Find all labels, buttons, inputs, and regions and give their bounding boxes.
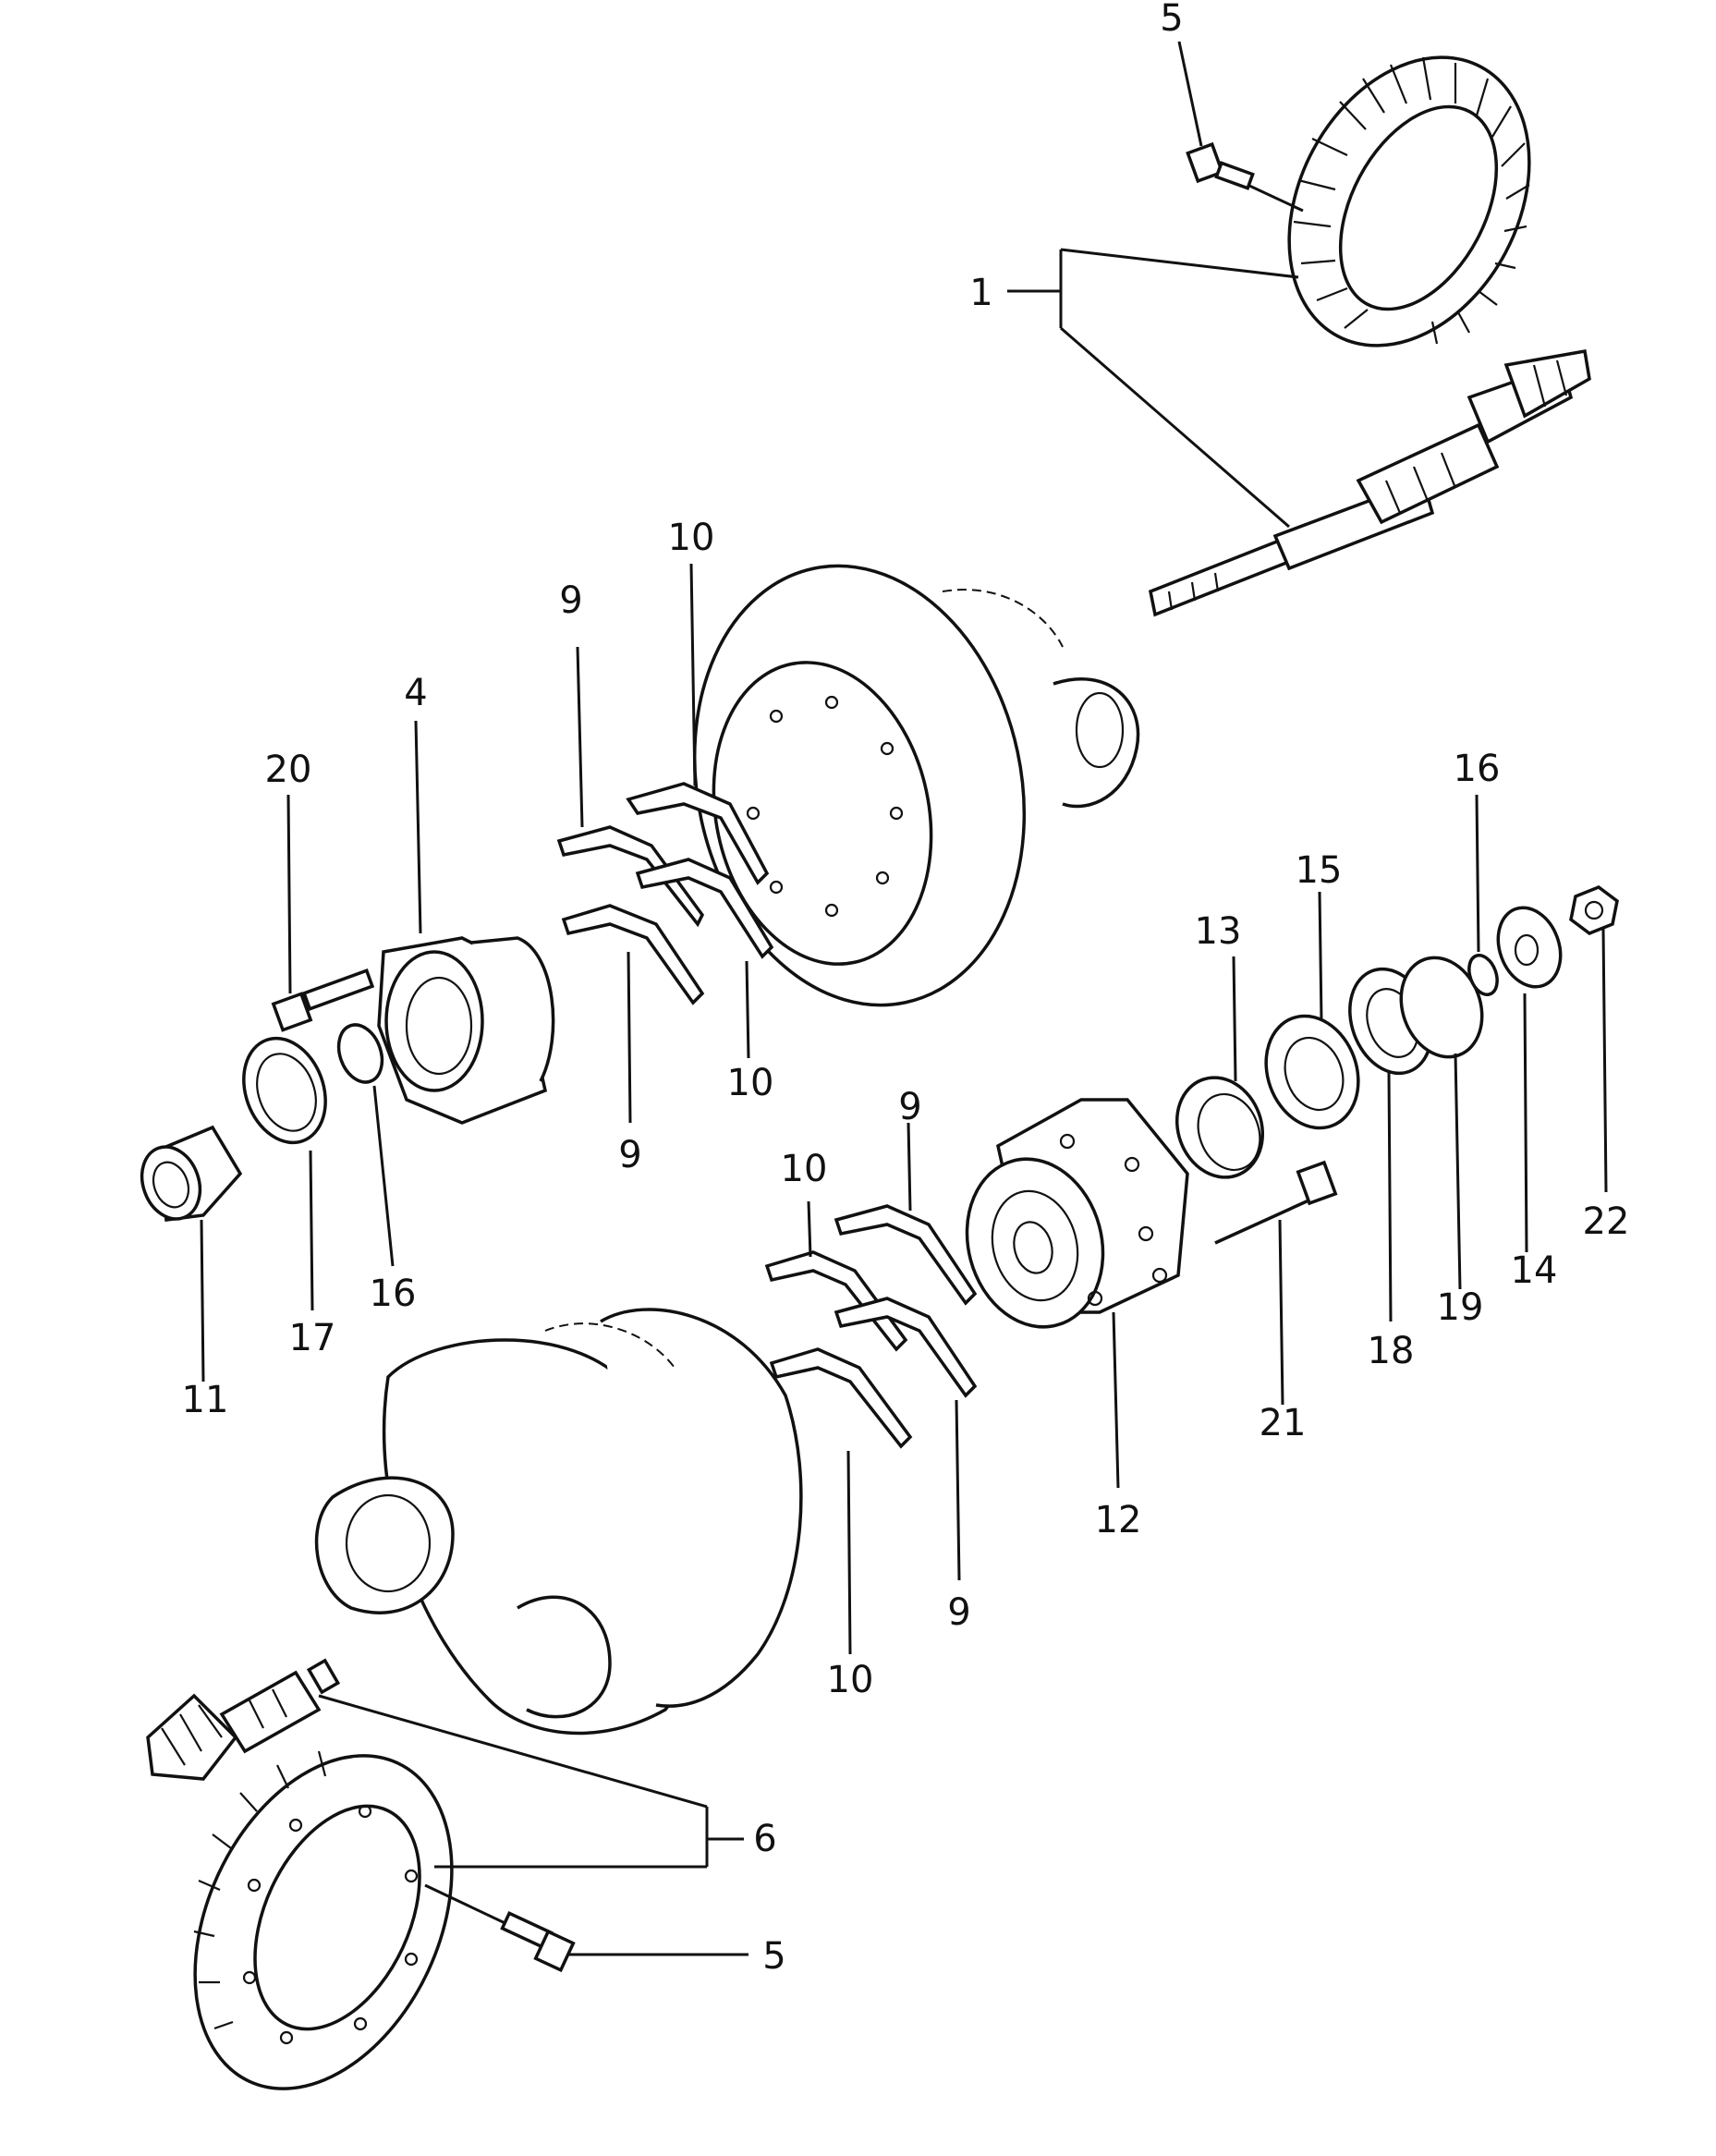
callout-9-upper-top: 9 (559, 579, 583, 622)
bearing-cone-11 (140, 1125, 243, 1383)
bolt-lower (424, 1883, 748, 1973)
pinion-shaft-top (1148, 348, 1591, 617)
callout-9-lower-top: 9 (898, 1086, 922, 1128)
callout-10-upper-bottom: 10 (726, 1062, 774, 1104)
washer-14 (1496, 906, 1563, 1253)
callout-22: 22 (1582, 1200, 1630, 1243)
callout-18: 18 (1367, 1330, 1415, 1372)
differential-case-upper (692, 564, 1140, 1007)
callout-6: 6 (753, 1818, 777, 1860)
callout-11: 11 (181, 1379, 229, 1421)
callout-9-upper-bottom: 9 (618, 1134, 642, 1176)
nut-22 (1569, 885, 1619, 1193)
bolt-top (1177, 41, 1304, 213)
callout-13: 13 (1194, 910, 1242, 953)
callout-21: 21 (1259, 1402, 1307, 1444)
leader-1 (1007, 248, 1299, 529)
callout-19: 19 (1436, 1286, 1484, 1329)
callout-1: 1 (969, 272, 993, 314)
callout-5-bottom: 5 (762, 1935, 786, 1978)
bushing-13 (1174, 956, 1265, 1179)
differential-case-lower (314, 1308, 803, 1736)
callout-10-lower-top: 10 (780, 1148, 828, 1190)
callout-12: 12 (1094, 1499, 1142, 1541)
callout-20: 20 (264, 749, 312, 791)
leader-6 (318, 1694, 744, 1869)
thrust-clips-upper (556, 563, 774, 1124)
callout-4: 4 (404, 672, 428, 714)
ring-gear-lower (193, 1750, 454, 2090)
callout-9-lower-bottom: 9 (947, 1591, 971, 1634)
thrust-clips-lower (764, 1122, 978, 1655)
o-ring-16-right (1467, 794, 1499, 996)
callout-15: 15 (1295, 849, 1343, 892)
callout-16-left: 16 (369, 1273, 417, 1315)
bearing-carrier-12 (965, 1098, 1189, 1489)
o-ring-16-left (336, 1023, 395, 1267)
callout-10-upper-top: 10 (667, 517, 715, 559)
pinion-gear-lower (146, 1658, 341, 1781)
callout-5-top: 5 (1160, 0, 1184, 40)
callout-14: 14 (1510, 1249, 1558, 1292)
race-19 (1399, 956, 1484, 1290)
callout-17: 17 (288, 1317, 336, 1359)
callout-10-lower-bottom: 10 (826, 1659, 874, 1701)
callout-16-right: 16 (1453, 748, 1501, 790)
bearing-15 (1264, 891, 1360, 1130)
seal-17 (242, 1036, 327, 1311)
bolt-20 (271, 794, 375, 1032)
bearing-housing-4 (377, 720, 555, 1125)
ring-gear-top (1287, 55, 1531, 347)
bolt-21 (1214, 1160, 1338, 1406)
